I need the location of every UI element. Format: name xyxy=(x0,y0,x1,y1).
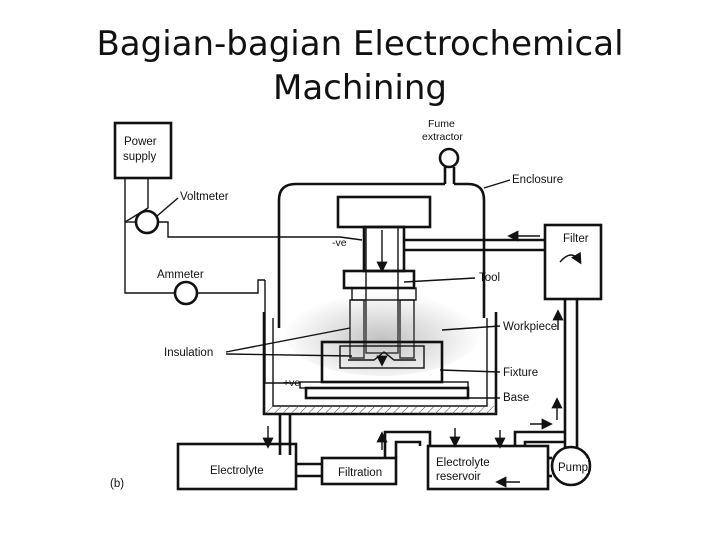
filter: Filter xyxy=(543,223,603,301)
filtration: Filtration xyxy=(320,428,461,486)
title-line-2: Machining xyxy=(273,68,447,108)
fume-extractor-label-1: Fume xyxy=(428,118,455,130)
electrolyte-tank: Electrolyte xyxy=(176,442,322,491)
ammeter-label: Ammeter xyxy=(157,269,204,281)
fixture-label: Fixture xyxy=(503,367,538,379)
workpiece-fixture: Workpiece Fixture xyxy=(320,321,557,384)
filter-to-tool-pipe xyxy=(404,230,579,448)
pump: Pump xyxy=(550,445,592,487)
base-label: Base xyxy=(503,392,529,404)
fume-extractor-label-2: extractor xyxy=(422,131,463,143)
insulation-callout: Insulation xyxy=(164,327,353,359)
slide-title: Bagian-bagian Electrochemical Machining xyxy=(0,22,720,110)
power-supply-label-1: Power xyxy=(124,136,157,148)
negative-terminal-label: -ve xyxy=(332,237,347,249)
electrolyte-spray xyxy=(282,284,482,376)
filtration-label: Filtration xyxy=(338,467,382,479)
electrolyte-reservoir: Electrolyte reservoir xyxy=(426,430,565,491)
flow-arrows xyxy=(530,397,563,430)
enclosure-label: Enclosure xyxy=(512,174,563,186)
fume-extractor: Fume extractor xyxy=(422,118,463,184)
insulation-label: Insulation xyxy=(164,347,213,359)
workpiece-label: Workpiece xyxy=(503,321,557,333)
voltmeter: Voltmeter xyxy=(134,191,229,235)
reservoir-label-1: Electrolyte xyxy=(436,457,490,469)
power-supply-label-2: supply xyxy=(123,151,156,163)
figure-tag: (b) xyxy=(110,478,124,490)
title-line-1: Bagian-bagian Electrochemical xyxy=(96,24,624,64)
ammeter: Ammeter xyxy=(157,269,204,306)
pump-label: Pump xyxy=(558,462,588,474)
filter-label: Filter xyxy=(563,233,589,245)
positive-terminal-label: +ve xyxy=(283,377,300,389)
power-supply: Power supply xyxy=(113,121,173,180)
work-tank xyxy=(262,312,498,416)
drain-pipe xyxy=(262,414,292,455)
tool-label: Tool xyxy=(479,272,500,284)
electrolyte-label: Electrolyte xyxy=(210,465,264,477)
reservoir-label-2: reservoir xyxy=(436,471,481,483)
voltmeter-label: Voltmeter xyxy=(180,191,229,203)
enclosure: Enclosure xyxy=(277,174,563,328)
base: Base +ve xyxy=(283,377,529,404)
